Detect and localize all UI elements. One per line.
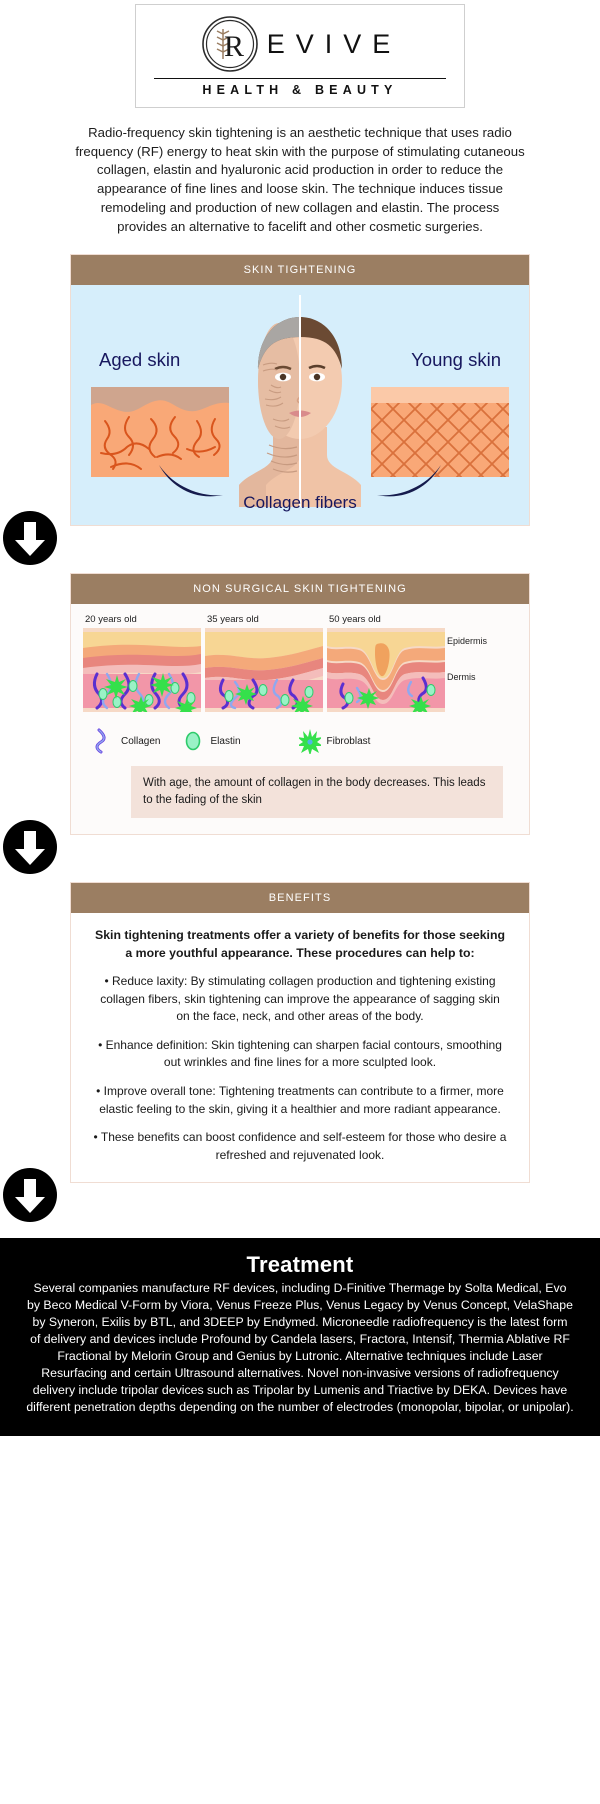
card-skin-tightening: SKIN TIGHTENING Aged skin Young skin	[70, 254, 530, 527]
logo-row: R EVIVE	[140, 13, 460, 75]
fibroblast-star-icon	[298, 729, 321, 755]
benefit-item: • These benefits can boost confidence an…	[93, 1130, 507, 1162]
collagen-fiber-icon	[95, 728, 106, 754]
benefits-lead-text: Skin tightening treatments offer a varie…	[95, 927, 505, 960]
collagen-fibers-caption: Collagen fibers	[243, 493, 357, 513]
skin-cross-section-50-icon	[327, 628, 445, 713]
card-benefits: BENEFITS Skin tightening treatments offe…	[70, 881, 530, 1184]
skin-cross-section-35-icon	[205, 628, 323, 713]
aging-note-box: With age, the amount of collagen in the …	[131, 766, 503, 818]
dermis-label: Dermis	[447, 672, 476, 683]
logo-subtitle: HEALTH & BEAUTY	[202, 83, 398, 97]
down-arrow-badge-3-icon	[3, 1168, 57, 1223]
benefits-body: Skin tightening treatments offer a varie…	[71, 912, 529, 1183]
section-header-benefits: BENEFITS	[71, 882, 529, 913]
down-arrow-badge-2-icon	[3, 819, 57, 874]
collagen-pointer-arrow-right-icon	[377, 465, 441, 497]
aged-skin-label: Aged skin	[99, 349, 181, 371]
legend-item-elastin: Elastin	[182, 728, 241, 754]
age-column: 20 years old	[83, 614, 201, 713]
age-label: 20 years old	[85, 614, 137, 626]
svg-text:R: R	[224, 30, 244, 63]
brand-logo: R EVIVE HEALTH & BEAUTY	[135, 4, 465, 108]
benefit-item: • Improve overall tone: Tightening treat…	[96, 1083, 504, 1116]
infographic-page: R EVIVE HEALTH & BEAUTY Radio-frequency …	[0, 4, 600, 1436]
logo-wordmark: EVIVE	[266, 28, 402, 59]
collagen-pointer-arrow-left-icon	[159, 465, 223, 497]
young-skin-swatch-icon	[371, 387, 509, 478]
age-column: 50 years old	[327, 614, 445, 713]
age-comparison-grid: 20 years old	[83, 614, 517, 713]
elastin-oval-icon	[186, 732, 201, 751]
age-label: 50 years old	[329, 614, 381, 626]
benefit-item: • Reduce laxity: By stimulating collagen…	[100, 974, 500, 1024]
revive-monogram-icon: R	[201, 16, 258, 72]
split-face-illustration	[239, 295, 361, 508]
skin-cross-section-20-icon	[83, 628, 201, 713]
section-header-skin-tightening: SKIN TIGHTENING	[71, 255, 529, 286]
skin-layer-labels: Epidermis Dermis	[447, 632, 517, 682]
treatment-footer: Treatment Several companies manufacture …	[0, 1238, 600, 1436]
section-header-non-surgical: NON SURGICAL SKIN TIGHTENING	[71, 574, 529, 605]
non-surgical-body: 20 years old	[71, 604, 529, 834]
age-label: 35 years old	[207, 614, 259, 626]
legend-label: Fibroblast	[326, 735, 371, 747]
legend-item-collagen: Collagen	[93, 728, 160, 754]
aged-skin-swatch-icon	[91, 387, 229, 478]
legend-item-fibroblast: Fibroblast	[298, 728, 371, 755]
young-skin-label: Young skin	[411, 349, 501, 371]
benefit-item: • Enhance definition: Skin tightening ca…	[98, 1037, 502, 1070]
epidermis-label: Epidermis	[447, 636, 488, 647]
intro-paragraph: Radio-frequency skin tightening is an ae…	[75, 125, 525, 234]
down-arrow-badge-1-icon	[3, 511, 57, 566]
legend-label: Elastin	[210, 735, 241, 747]
legend-label: Collagen	[121, 735, 161, 747]
card-non-surgical: NON SURGICAL SKIN TIGHTENING 20 years ol…	[70, 573, 530, 835]
diagram-legend: Collagen Elastin Fibroblast	[93, 728, 517, 755]
skin-tightening-diagram: Aged skin Young skin	[71, 285, 529, 526]
age-column: 35 years old	[205, 614, 323, 713]
footer-title: Treatment	[246, 1252, 354, 1278]
logo-divider	[154, 78, 446, 79]
footer-body-text: Several companies manufacture RF devices…	[26, 1281, 574, 1414]
